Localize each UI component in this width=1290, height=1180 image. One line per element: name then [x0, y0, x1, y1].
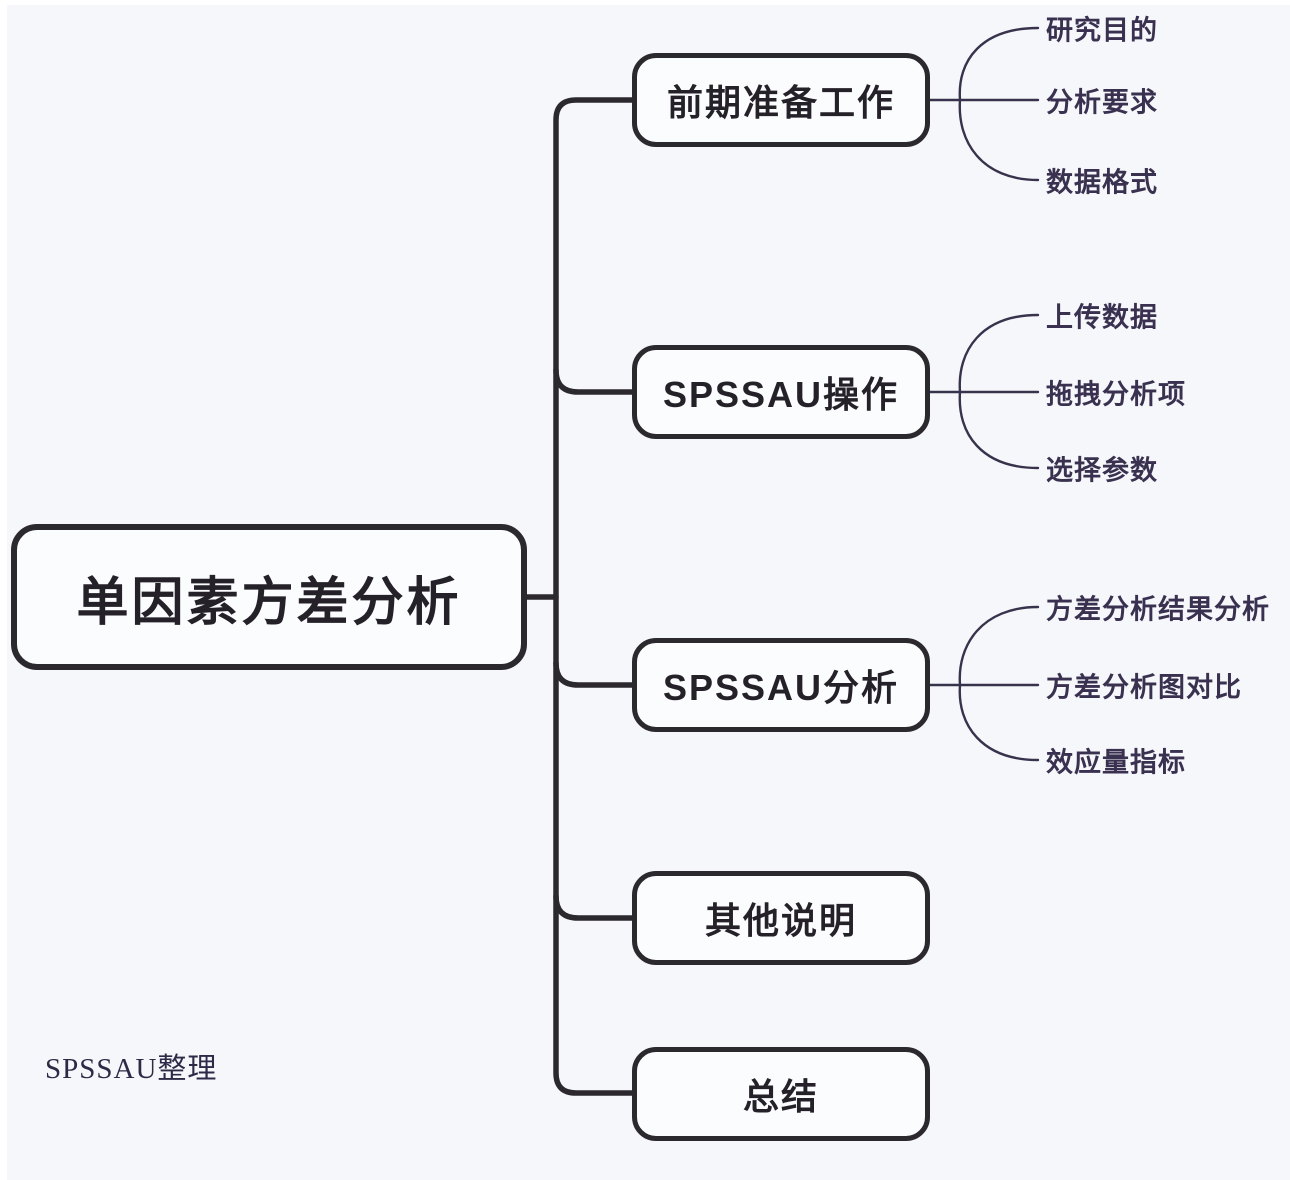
branch-node-label: SPSSAU操作 [662, 374, 900, 415]
leaf-item-research-purpose: 研究目的 [1046, 15, 1158, 46]
left-edge-margin [0, 0, 7, 1180]
branch-node-spssau-analysis: SPSSAU分析 [632, 638, 930, 732]
branch-node-spssau-operation: SPSSAU操作 [632, 345, 930, 439]
branch-node-preparation: 前期准备工作 [632, 53, 930, 147]
branch-3-connector [553, 660, 635, 688]
leaf-connector-2-1 [958, 313, 1040, 394]
leaf-connector-3-1 [958, 605, 1040, 687]
root-node-one-way-anova: 单因素方差分析 [11, 524, 527, 670]
leaf-item-effect-size-index: 效应量指标 [1046, 747, 1186, 778]
branch-2-connector [553, 367, 635, 395]
branch-node-other-notes: 其他说明 [632, 871, 930, 965]
leaf-item-data-format: 数据格式 [1046, 167, 1158, 198]
leaf-connector-2-3 [958, 390, 1040, 470]
watermark-text: SPSSAU整理 [45, 1053, 218, 1085]
spine-connector [553, 97, 635, 1096]
branch-node-label: SPSSAU分析 [662, 667, 900, 708]
branch-node-summary: 总结 [632, 1047, 930, 1141]
branch-node-label: 其他说明 [704, 900, 857, 941]
leaf-item-select-parameters: 选择参数 [1046, 455, 1158, 486]
leaf-connector-1-1 [958, 26, 1040, 102]
leaf-item-anova-result-analysis: 方差分析结果分析 [1046, 594, 1270, 625]
top-edge-margin [0, 0, 1290, 5]
leaf-item-drag-analysis-items: 拖拽分析项 [1046, 379, 1186, 410]
branch-node-label: 前期准备工作 [666, 82, 895, 123]
leaf-connector-3-3 [958, 683, 1040, 762]
root-node-label: 单因素方差分析 [76, 573, 462, 632]
leaf-item-anova-chart-compare: 方差分析图对比 [1046, 672, 1242, 703]
leaf-item-analysis-requirement: 分析要求 [1046, 87, 1158, 118]
leaf-connector-1-3 [958, 98, 1040, 182]
branch-node-label: 总结 [742, 1076, 819, 1117]
leaf-item-upload-data: 上传数据 [1046, 302, 1158, 333]
branch-4-connector [553, 893, 635, 921]
